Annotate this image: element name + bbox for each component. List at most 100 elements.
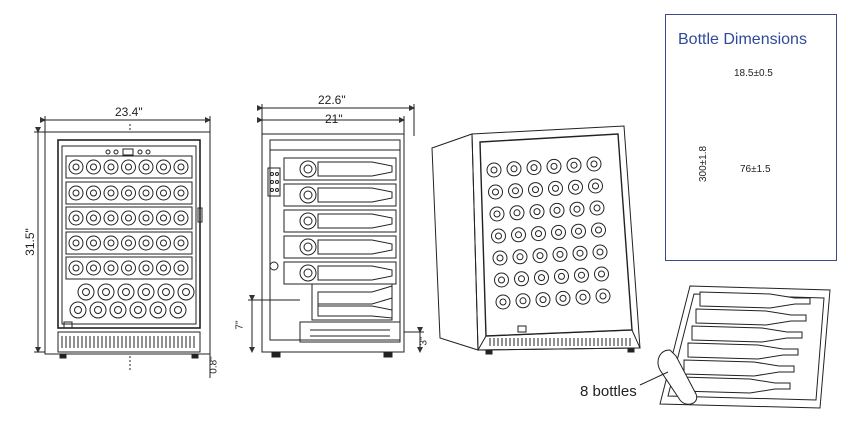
side-inner-outline xyxy=(269,139,401,341)
front-bottle xyxy=(137,283,155,301)
side-drawer xyxy=(283,261,397,285)
front-bottle xyxy=(109,301,127,319)
drawer-bottle xyxy=(683,359,795,377)
side-drawer-height-label: 7" xyxy=(234,320,246,330)
perspective-bottle xyxy=(592,244,608,260)
side-drawer xyxy=(283,157,397,181)
front-bottle xyxy=(121,235,136,251)
perspective-bottle xyxy=(512,249,528,265)
front-bottle xyxy=(156,235,171,251)
front-leg-label: 0.8" xyxy=(208,356,220,374)
front-bottle xyxy=(173,159,189,175)
front-bottle xyxy=(149,301,167,319)
front-bottle xyxy=(169,301,187,319)
perspective-bottle xyxy=(526,160,542,176)
front-bottle xyxy=(103,235,119,251)
front-lock xyxy=(63,321,73,329)
side-drawer xyxy=(283,183,397,207)
perspective-bottles xyxy=(486,156,611,310)
front-bottle xyxy=(86,185,101,201)
bottle-dimensions-title: Bottle Dimensions xyxy=(678,31,807,48)
perspective-bottle xyxy=(528,182,543,198)
front-bottle xyxy=(103,159,119,175)
front-bottle xyxy=(97,283,115,301)
side-view xyxy=(248,104,424,358)
perspective-side-panel xyxy=(431,133,479,351)
front-height-label: 31.5" xyxy=(22,228,37,256)
perspective-bottle xyxy=(509,205,525,221)
front-bottle xyxy=(173,185,189,201)
neck-diameter-label: 18.5±0.5 xyxy=(734,68,773,79)
perspective-bottle xyxy=(486,162,502,178)
side-drawer xyxy=(283,235,397,259)
perspective-bottle xyxy=(586,156,602,172)
front-bottle xyxy=(121,260,136,276)
drawer-bottle xyxy=(695,308,807,326)
perspective-bottle xyxy=(508,183,523,199)
perspective-bottle xyxy=(529,204,545,220)
front-shelves xyxy=(65,155,193,280)
front-bottle xyxy=(138,159,154,175)
perspective-bottle xyxy=(569,201,585,217)
drawer-bottle xyxy=(687,342,799,360)
perspective-bottle xyxy=(552,246,568,262)
front-bottle xyxy=(68,185,84,201)
perspective-bottle xyxy=(575,289,591,305)
perspective-bottle xyxy=(515,293,531,309)
perspective-bottle xyxy=(555,290,571,306)
perspective-bottle xyxy=(532,248,548,264)
perspective-bottle xyxy=(588,178,603,194)
perspective-bottle xyxy=(506,161,522,177)
front-bottle xyxy=(138,235,154,251)
drawer-front-bottle xyxy=(657,349,698,405)
side-depth-inner-label: 21" xyxy=(325,112,343,126)
front-bottle xyxy=(103,210,119,226)
perspective-bottle xyxy=(574,267,589,283)
perspective-bottle xyxy=(492,250,508,266)
side-foot-label: 3" xyxy=(418,336,430,346)
front-shelf xyxy=(65,231,193,255)
front-bottle xyxy=(156,210,171,226)
front-bottle xyxy=(89,301,107,319)
front-shelf xyxy=(65,181,193,205)
front-view xyxy=(34,116,211,378)
drawer-detail xyxy=(639,285,831,409)
side-bottom-bottle-1 xyxy=(317,285,393,311)
perspective-bottle xyxy=(491,228,506,244)
bottle-dimensions-panel: Bottle Dimensions 18.5±0.5 76±1.5 300±1.… xyxy=(665,14,837,261)
front-shelf xyxy=(65,256,193,280)
front-foot-right xyxy=(191,353,199,359)
front-handle xyxy=(197,207,203,223)
front-bottle xyxy=(156,159,171,175)
perspective-bottle xyxy=(535,292,551,308)
side-depth-outer-label: 22.6" xyxy=(318,93,346,107)
front-inner-frame xyxy=(61,145,197,325)
drawer-bottle xyxy=(679,376,791,394)
side-base xyxy=(299,321,401,343)
perspective-bottle xyxy=(548,180,563,196)
front-cabinet-outline xyxy=(44,131,211,355)
side-fan-vent xyxy=(267,167,281,197)
front-bottle xyxy=(121,159,136,175)
front-bottle xyxy=(86,235,101,251)
perspective-bottle xyxy=(589,200,605,216)
perspective-bottle xyxy=(531,226,546,242)
front-bottle xyxy=(77,283,95,301)
side-bottom-bottle-2 xyxy=(317,297,393,319)
front-bottle xyxy=(138,185,154,201)
perspective-bottle xyxy=(594,266,609,282)
perspective-base xyxy=(477,329,641,351)
front-bottle xyxy=(117,283,135,301)
front-bottle xyxy=(103,260,119,276)
front-bottle xyxy=(173,210,189,226)
perspective-bottle xyxy=(568,179,583,195)
front-bottle xyxy=(68,260,84,276)
front-bottle xyxy=(86,260,101,276)
front-bottle xyxy=(103,185,119,201)
perspective-bottle xyxy=(488,184,503,200)
perspective-bottle xyxy=(571,223,586,239)
perspective-bottle xyxy=(591,222,606,238)
front-width-label: 23.4" xyxy=(115,105,143,119)
